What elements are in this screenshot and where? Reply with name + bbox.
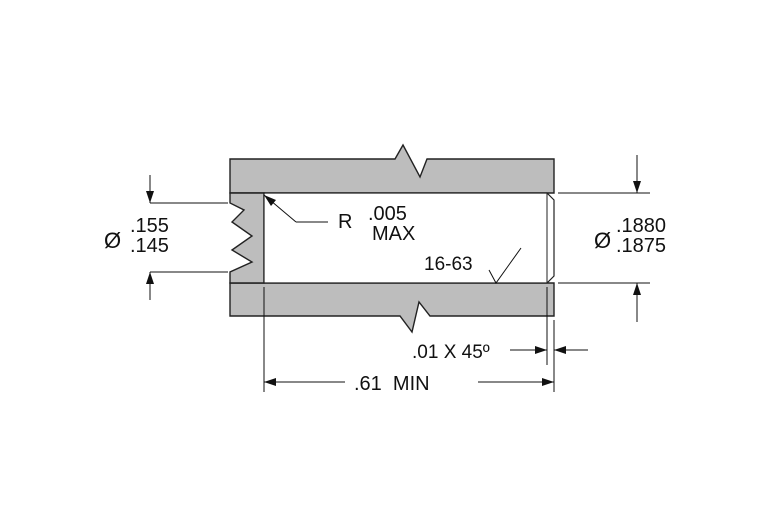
left-diameter-upper: .155: [130, 215, 169, 237]
bottom-wall: [229, 282, 555, 334]
top-wall: [229, 143, 555, 194]
part-body: [229, 143, 555, 334]
right-diameter-lower: .1875: [616, 235, 666, 257]
left-diameter-lower: .145: [130, 235, 169, 257]
right-diameter-dimension: Ø .1880 .1875: [558, 155, 666, 322]
right-diameter-symbol: Ø: [594, 228, 611, 253]
radius-value: .005: [368, 203, 407, 225]
chamfer-label: .01 X 45º: [412, 342, 490, 363]
surface-finish-callout: 16-63: [424, 247, 522, 284]
left-diameter-dimension: Ø .155 .145: [104, 175, 228, 300]
left-end-wall: [229, 192, 265, 284]
radius-qualifier: MAX: [372, 223, 415, 245]
chamfer-callout: .01 X 45º: [412, 287, 588, 365]
right-diameter-upper: .1880: [616, 215, 666, 237]
surface-finish-label: 16-63: [424, 254, 473, 275]
length-dimension: .61 MIN: [263, 287, 555, 395]
length-label: .61 MIN: [354, 373, 430, 395]
radius-callout: R .005 MAX: [263, 194, 415, 245]
left-diameter-symbol: Ø: [104, 228, 121, 253]
radius-prefix: R: [338, 211, 352, 233]
